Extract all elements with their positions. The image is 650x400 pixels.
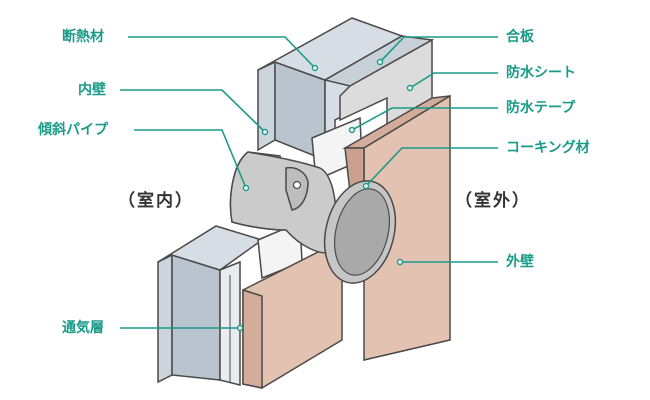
waterproof-sheet-upper bbox=[339, 38, 433, 130]
leader-dot-waterproof-sheet bbox=[406, 84, 414, 92]
leader-dot-air-layer bbox=[236, 324, 244, 332]
leader-inner-wall bbox=[120, 89, 266, 133]
label-inner-wall: 内壁 bbox=[78, 82, 106, 98]
leader-dot-sloped-pipe bbox=[242, 184, 250, 192]
upper-inner-wall-side bbox=[257, 60, 276, 152]
leader-dot-exterior-wall bbox=[396, 258, 404, 266]
lower-inner-wall-side bbox=[157, 253, 173, 384]
leader-dot-plywood bbox=[376, 58, 384, 66]
leader-dot-inner-wall bbox=[261, 128, 269, 136]
exterior-wall-upper bbox=[363, 94, 451, 361]
exterior-wall-lower-edge bbox=[242, 288, 263, 389]
leader-insulation bbox=[128, 36, 316, 69]
label-waterproof-tape: 防水テープ bbox=[506, 100, 576, 116]
label-exterior-wall: 外壁 bbox=[506, 254, 534, 270]
leader-waterproof-sheet bbox=[409, 72, 498, 89]
leader-dot-caulking bbox=[362, 182, 370, 190]
pipe-body bbox=[229, 151, 337, 254]
pipe-outdoor-opening-inner bbox=[334, 188, 390, 276]
leader-caulking bbox=[365, 147, 498, 187]
leader-plywood bbox=[379, 36, 498, 63]
leader-sloped-pipe bbox=[134, 129, 247, 189]
label-air-layer: 通気層 bbox=[62, 320, 104, 336]
leader-dot-insulation bbox=[311, 64, 319, 72]
label-sloped-pipe: 傾斜パイプ bbox=[38, 122, 108, 138]
label-caulking: コーキング材 bbox=[506, 140, 590, 156]
label-plywood: 合板 bbox=[506, 29, 534, 45]
leader-dot-waterproof-tape bbox=[348, 126, 356, 134]
lower-insulation-top bbox=[157, 225, 264, 271]
leader-waterproof-tape bbox=[351, 107, 498, 131]
outdoor-side-label: （室外） bbox=[455, 191, 531, 211]
indoor-side-label: （室内） bbox=[118, 191, 194, 211]
lower-insulation-front bbox=[171, 253, 221, 381]
label-insulation: 断熱材 bbox=[62, 29, 104, 45]
label-waterproof-sheet: 防水シート bbox=[506, 65, 576, 81]
pipe-flange-screw bbox=[292, 180, 302, 190]
